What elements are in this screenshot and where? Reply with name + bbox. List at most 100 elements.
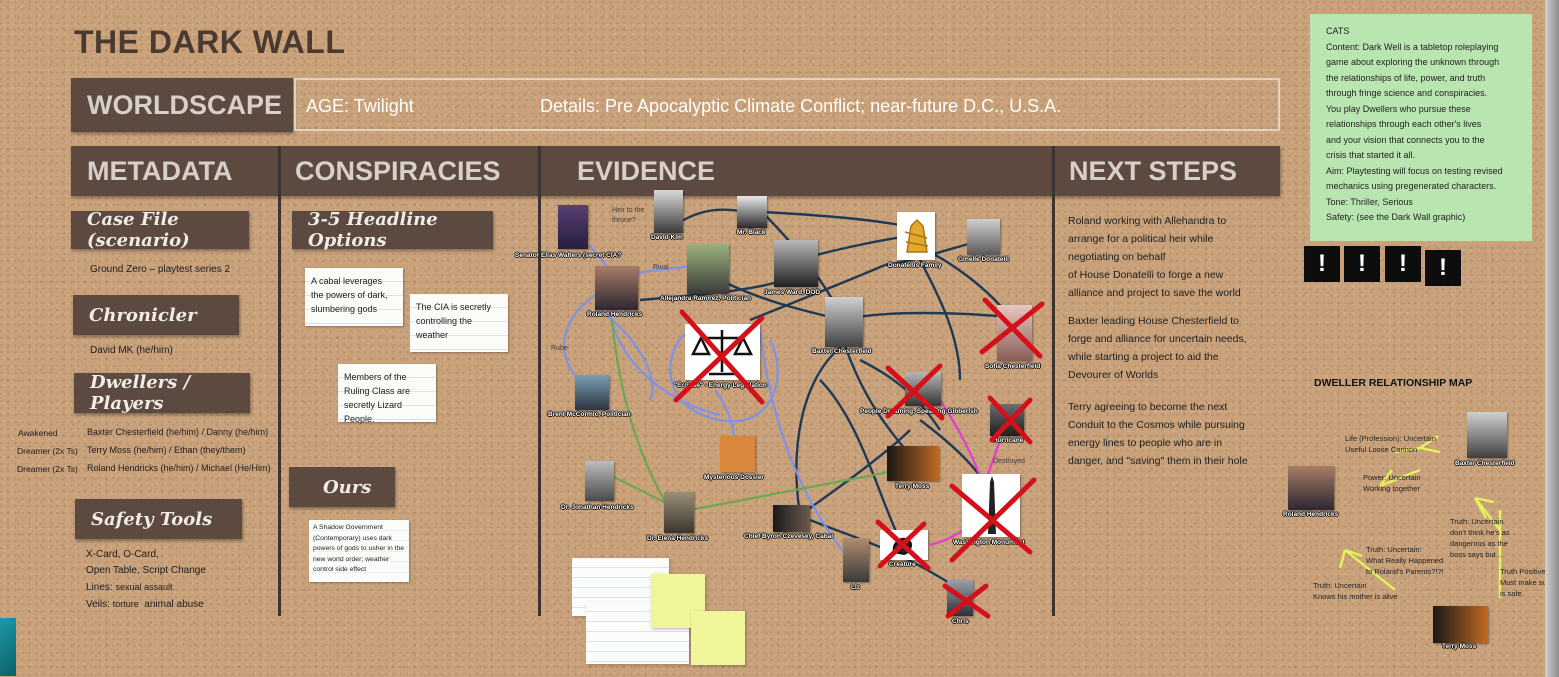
exclamation-card[interactable]: ! (1304, 246, 1340, 282)
exclamation-card[interactable]: ! (1385, 246, 1421, 282)
safety-veils: Veils: torture animal abuse (86, 596, 204, 613)
relationship-note: Truth Positive Must make sure is safe. (1500, 566, 1553, 599)
board-title: THE DARK WALL (74, 24, 346, 60)
baxter-photo[interactable] (825, 297, 863, 347)
terry-photo[interactable] (887, 446, 939, 481)
node-label: Chief Byron Czevesky, Cabal (744, 533, 834, 540)
next-step-line: energy lines to people who are in (1068, 437, 1223, 449)
david-kim-photo[interactable] (654, 190, 683, 233)
next-step-line: Roland working with Allehandra to (1068, 215, 1227, 227)
dweller-row: Baxter Chesterfield (he/him) / Danny (he… (87, 427, 269, 437)
relationship-note: Truth: Uncertain don't think he's as dan… (1450, 516, 1510, 560)
node-label: Dr. Elena Hendricks (647, 535, 709, 542)
next-step-line: while starting a project to aid the (1068, 351, 1219, 363)
divider-line (1052, 146, 1055, 616)
relationship-line: Power: Uncertain (1363, 473, 1421, 482)
cats-line: Tone: Thriller, Serious (1326, 196, 1413, 207)
next-step-line: of House Donatelli to forge a new (1068, 269, 1224, 281)
safety-tools-label: Safety Tools (75, 499, 242, 539)
cats-box: CATS Content: Dark Well is a tabletop ro… (1310, 14, 1532, 241)
brent-photo[interactable] (575, 375, 609, 410)
node-label: Creature (889, 561, 916, 568)
next-step-line: negotiating on behalf (1068, 251, 1166, 263)
map-roland-photo[interactable] (1288, 466, 1334, 510)
liz-photo[interactable] (843, 538, 869, 582)
sticky-note[interactable] (691, 611, 745, 665)
cats-line: CATS (1326, 26, 1350, 36)
node-label: Brent McCormic, Politician (548, 411, 631, 418)
node-label: David Kim (651, 234, 683, 241)
map-baxter-photo[interactable] (1467, 412, 1507, 458)
headline-card[interactable]: Members of the Ruling Class are secretly… (338, 364, 436, 424)
relationship-line: don't think he's as (1450, 528, 1510, 537)
next-step-line: forge and alliance for uncertain needs, (1068, 333, 1247, 345)
cats-line: You play Dwellers who pursue these (1326, 103, 1471, 114)
donatellis-crest-photo[interactable] (897, 212, 935, 260)
ours-card[interactable]: A Shadow Government (Contemporary) uses … (309, 520, 409, 582)
elena-photo[interactable] (664, 492, 694, 533)
metadata-header: METADATA (71, 146, 279, 196)
dossier-photo[interactable] (720, 436, 755, 472)
cats-line: Aim: Playtesting will focus on testing r… (1326, 165, 1503, 176)
exclamation-card[interactable]: ! (1344, 246, 1380, 282)
safety-line: Open Table, Script Change (86, 565, 206, 576)
corner-tab[interactable] (0, 618, 16, 676)
lines-label: Lines: (86, 582, 113, 593)
relationship-line: Truth: Uncertain (1313, 581, 1367, 590)
scales-icon (690, 330, 754, 376)
node-label: Ginelle Donatelli (958, 256, 1009, 263)
next-step-terry: Terry agreeing to become the next Condui… (1068, 398, 1248, 470)
board-edge (1545, 0, 1559, 677)
senator-photo[interactable] (558, 205, 588, 249)
relationship-line: Life (Profession): Uncertain (1345, 434, 1436, 443)
jonathan-photo[interactable] (585, 461, 614, 501)
relationship-note: Power: Uncertain Working together (1363, 472, 1421, 494)
safety-lines: Lines: sexual assault (86, 579, 173, 596)
relationship-note: Life (Profession): Uncertain Useful Loos… (1345, 433, 1436, 455)
headline-card[interactable]: A cabal leverages the powers of dark, sl… (305, 268, 403, 326)
node-label: People Dreaming, Speaking Gibberish (860, 408, 978, 415)
dweller-tag: Dreamer (2x Ts) (17, 446, 78, 456)
next-step-line: Devourer of Worlds (1068, 369, 1159, 381)
dwellers-label: Dwellers / Players (74, 372, 250, 414)
node-label: Mysterious Dossier (704, 474, 764, 481)
map-terry-photo[interactable] (1433, 606, 1488, 643)
cats-line: through fringe science and conspiracies. (1326, 88, 1488, 98)
headline-options-label: 3-5 Headline Options (292, 209, 493, 251)
lines-value: sexual assault (115, 582, 173, 592)
node-label: Roland Hendricks (587, 311, 643, 318)
node-label: Chris (952, 618, 969, 625)
node-label: Sofia Chesterfield (985, 363, 1041, 370)
cats-line: and your vision that connects you to the (1326, 134, 1485, 145)
ginelle-photo[interactable] (967, 219, 1000, 255)
exclamation-card[interactable]: ! (1425, 250, 1461, 286)
map-node-label: Baxter Chesterfield (1455, 460, 1515, 467)
headline-card[interactable]: The CIA is secretly controlling the weat… (410, 294, 508, 352)
relationship-line: Truth Positive (1500, 567, 1546, 576)
relationship-line: Useful Loose Cannon (1345, 445, 1418, 454)
node-label: Mr. Black (737, 229, 766, 236)
relationship-line: What Really Happened (1366, 556, 1444, 565)
chronicler-value: David MK (he/him) (90, 345, 173, 356)
x-mark-icon (875, 519, 931, 571)
dweller-tag: Awakened (18, 428, 58, 438)
cats-line: relationships through each other's lives (1326, 119, 1482, 129)
next-steps-header: NEXT STEPS (1053, 146, 1280, 196)
byron-photo[interactable] (773, 505, 810, 532)
relationship-line: is safe. (1500, 589, 1524, 598)
safety-line: X-Card, O-Card, (86, 549, 159, 560)
next-step-line: alliance and project to save the world (1068, 287, 1241, 299)
next-step-line: arrange for a political heir while (1068, 233, 1214, 245)
allejandra-photo[interactable] (687, 244, 729, 294)
next-step-line: Conduit to the Cosmos while pursuing (1068, 419, 1245, 431)
x-mark-icon (885, 363, 945, 421)
relationship-line: Working together (1363, 484, 1420, 493)
roland-photo[interactable] (595, 266, 638, 310)
node-label: Hurricane (993, 437, 1024, 444)
x-mark-icon (949, 477, 1037, 563)
x-mark-icon (942, 583, 991, 619)
chronicler-label: Chronicler (73, 295, 239, 335)
james-ward-photo[interactable] (774, 240, 818, 287)
mr-black-photo[interactable] (737, 196, 767, 228)
